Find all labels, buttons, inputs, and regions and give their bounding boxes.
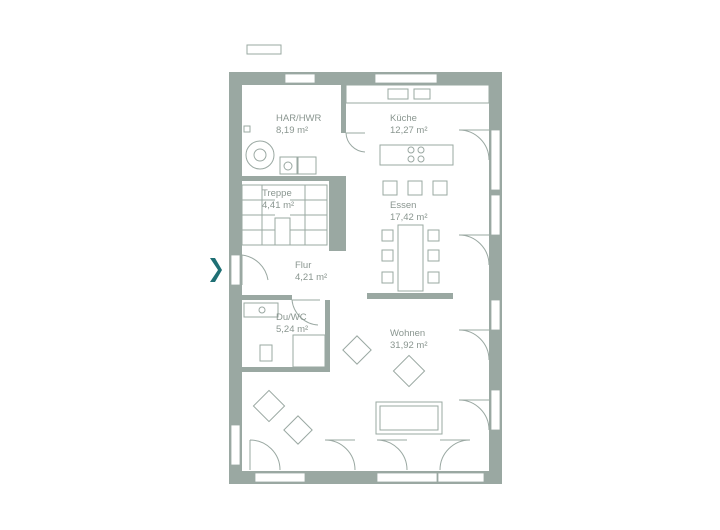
armchair [252, 389, 286, 423]
outer-walls [229, 72, 502, 484]
windows [230, 73, 501, 483]
scale-bar [246, 44, 282, 55]
room-name: Treppe [262, 188, 292, 199]
room-area: 4,21 m² [295, 272, 328, 283]
doors [241, 129, 490, 471]
sofa [375, 401, 443, 435]
side-table [283, 415, 313, 445]
room-area: 17,42 m² [390, 212, 428, 223]
room-label-wohnen: Wohnen 31,92 m² [390, 328, 428, 352]
armchair [342, 335, 372, 365]
door-har [345, 132, 366, 153]
door-bath [291, 299, 320, 326]
shower [292, 334, 326, 368]
room-label-flur: Flur 4,21 m² [295, 260, 327, 284]
room-name: Du/WC [276, 312, 307, 323]
boiler [245, 140, 275, 170]
room-label-essen: Essen 17,42 m² [390, 200, 428, 224]
fixtures [241, 84, 490, 445]
coffee-table [392, 354, 426, 388]
chair [381, 229, 394, 242]
kitchen-island [379, 144, 454, 166]
chair [427, 229, 440, 242]
room-name: Essen [390, 200, 417, 211]
chair [381, 271, 394, 284]
chair [427, 249, 440, 262]
bar-stool [432, 180, 448, 196]
washbasin [243, 302, 279, 318]
room-name: HAR/HWR [276, 113, 322, 124]
sink [387, 88, 409, 100]
room-area: 31,92 m² [390, 340, 428, 351]
room-area: 12,27 m² [390, 125, 428, 136]
room-name: Wohnen [390, 328, 426, 339]
room-name: Flur [295, 260, 312, 271]
room-label-duwc: Du/WC 5,24 m² [276, 312, 308, 336]
room-area: 5,24 m² [276, 324, 309, 335]
room-label-har: HAR/HWR 8,19 m² [276, 113, 321, 137]
chair [427, 271, 440, 284]
chair [381, 249, 394, 262]
room-area: 8,19 m² [276, 125, 309, 136]
bar-stool [407, 180, 423, 196]
room-label-kueche: Küche 12,27 m² [390, 113, 428, 137]
entrance-arrow-icon [210, 258, 222, 282]
room-area: 4,41 m² [262, 200, 295, 211]
room-name: Küche [390, 113, 417, 124]
door-entrance [241, 254, 269, 285]
toilet [259, 344, 273, 362]
dining-table [397, 224, 424, 292]
bar-stool [382, 180, 398, 196]
room-label-treppe: Treppe 4,41 m² [262, 188, 294, 212]
interior-walls [237, 85, 453, 372]
